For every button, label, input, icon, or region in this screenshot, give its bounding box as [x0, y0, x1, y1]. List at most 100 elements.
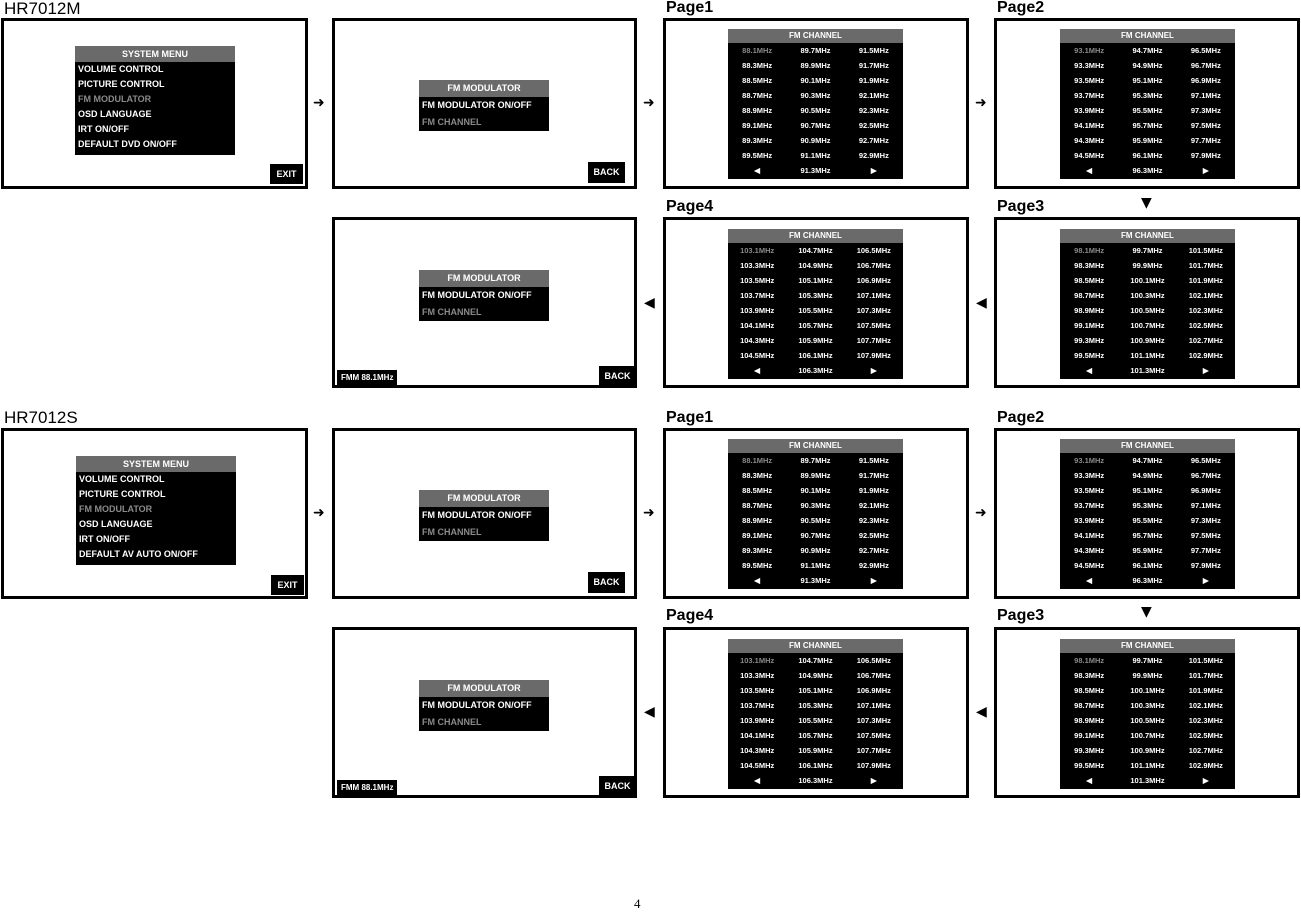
channel-option[interactable]: 99.3MHz — [1074, 746, 1105, 755]
channel-option[interactable]: 91.9MHz — [858, 486, 889, 495]
channel-option[interactable]: 96.9MHz — [1190, 76, 1221, 85]
exit-button[interactable]: EXIT — [270, 164, 303, 184]
channel-option[interactable]: 103.5MHz — [740, 276, 775, 285]
channel-option[interactable]: 90.7MHz — [800, 121, 831, 130]
channel-option[interactable]: 92.1MHz — [858, 501, 889, 510]
channel-option[interactable]: 92.7MHz — [858, 546, 889, 555]
channel-option[interactable]: 94.3MHz — [1074, 546, 1105, 555]
channel-option[interactable]: 104.1MHz — [740, 321, 775, 330]
channel-option[interactable]: 93.5MHz — [1074, 486, 1105, 495]
channel-option[interactable]: 88.3MHz — [742, 61, 773, 70]
channel-option[interactable]: 102.9MHz — [1188, 761, 1223, 770]
channel-option[interactable]: 95.1MHz — [1132, 486, 1163, 495]
menu-item-default-dvd[interactable]: DEFAULT DVD ON/OFF — [78, 139, 177, 149]
channel-option[interactable]: 101.3MHz — [1130, 776, 1165, 785]
channel-option[interactable]: 106.3MHz — [798, 776, 833, 785]
channel-option[interactable]: 90.5MHz — [800, 106, 831, 115]
next-page-icon[interactable]: ▶ — [1202, 776, 1209, 785]
channel-option[interactable]: 105.3MHz — [798, 701, 833, 710]
channel-option[interactable]: 97.7MHz — [1190, 136, 1221, 145]
channel-option[interactable]: 106.5MHz — [856, 656, 891, 665]
channel-option[interactable]: 102.5MHz — [1188, 731, 1223, 740]
menu-item-picture-control[interactable]: PICTURE CONTROL — [79, 489, 166, 499]
channel-option[interactable]: 89.7MHz — [800, 46, 831, 55]
channel-option[interactable]: 104.5MHz — [740, 351, 775, 360]
channel-option[interactable]: 91.5MHz — [858, 46, 889, 55]
menu-item-fm-modulator-onoff[interactable]: FM MODULATOR ON/OFF — [422, 100, 532, 110]
channel-option[interactable]: 101.3MHz — [1130, 366, 1165, 375]
channel-option[interactable]: 107.3MHz — [856, 716, 891, 725]
channel-option[interactable]: 98.5MHz — [1074, 276, 1105, 285]
menu-item-fm-modulator-onoff[interactable]: FM MODULATOR ON/OFF — [422, 510, 532, 520]
channel-option[interactable]: 88.9MHz — [742, 516, 773, 525]
channel-option[interactable]: 90.9MHz — [800, 546, 831, 555]
menu-item-default-av-auto[interactable]: DEFAULT AV AUTO ON/OFF — [79, 549, 198, 559]
menu-item-fm-channel[interactable]: FM CHANNEL — [422, 527, 482, 537]
channel-option[interactable]: 100.1MHz — [1130, 686, 1165, 695]
channel-option[interactable]: 90.9MHz — [800, 136, 831, 145]
menu-item-fm-channel[interactable]: FM CHANNEL — [422, 717, 482, 727]
menu-item-fm-modulator[interactable]: FM MODULATOR — [79, 504, 153, 514]
back-button[interactable]: BACK — [588, 162, 625, 183]
channel-option[interactable]: 91.1MHz — [800, 151, 831, 160]
channel-option[interactable]: 101.1MHz — [1130, 351, 1165, 360]
channel-option[interactable]: 89.5MHz — [742, 151, 773, 160]
channel-option[interactable]: 90.7MHz — [800, 531, 831, 540]
channel-option[interactable]: 101.1MHz — [1130, 761, 1165, 770]
channel-option[interactable]: 100.9MHz — [1130, 336, 1165, 345]
channel-option[interactable]: 94.7MHz — [1132, 46, 1163, 55]
channel-option[interactable]: 100.7MHz — [1130, 321, 1165, 330]
channel-option[interactable]: 106.5MHz — [856, 246, 891, 255]
channel-option[interactable]: 93.7MHz — [1074, 91, 1105, 100]
channel-option[interactable]: 88.7MHz — [742, 91, 773, 100]
channel-option[interactable]: 106.9MHz — [856, 276, 891, 285]
channel-option[interactable]: 98.7MHz — [1074, 291, 1105, 300]
channel-option[interactable]: 104.3MHz — [740, 746, 775, 755]
prev-page-icon[interactable]: ◀ — [1086, 576, 1093, 585]
channel-option[interactable]: 105.3MHz — [798, 291, 833, 300]
menu-item-osd-language[interactable]: OSD LANGUAGE — [79, 519, 153, 529]
channel-option[interactable]: 106.7MHz — [856, 671, 891, 680]
channel-option[interactable]: 95.7MHz — [1132, 121, 1163, 130]
next-page-icon[interactable]: ▶ — [1202, 166, 1209, 175]
channel-option[interactable]: 98.3MHz — [1074, 671, 1105, 680]
channel-option[interactable]: 89.1MHz — [742, 531, 773, 540]
channel-option[interactable]: 88.1MHz — [742, 456, 773, 465]
channel-option[interactable]: 102.7MHz — [1188, 336, 1223, 345]
channel-option[interactable]: 96.3MHz — [1132, 166, 1163, 175]
channel-option[interactable]: 92.3MHz — [858, 516, 889, 525]
prev-page-icon[interactable]: ◀ — [754, 366, 761, 375]
channel-option[interactable]: 100.1MHz — [1130, 276, 1165, 285]
channel-option[interactable]: 98.9MHz — [1074, 306, 1105, 315]
channel-option[interactable]: 89.7MHz — [800, 456, 831, 465]
channel-option[interactable]: 93.3MHz — [1074, 61, 1105, 70]
channel-option[interactable]: 94.9MHz — [1132, 471, 1163, 480]
channel-option[interactable]: 104.5MHz — [740, 761, 775, 770]
channel-option[interactable]: 96.7MHz — [1190, 61, 1221, 70]
channel-option[interactable]: 104.9MHz — [798, 671, 833, 680]
channel-option[interactable]: 102.3MHz — [1188, 306, 1223, 315]
channel-option[interactable]: 105.1MHz — [798, 686, 833, 695]
channel-option[interactable]: 92.5MHz — [858, 531, 889, 540]
channel-option[interactable]: 100.5MHz — [1130, 306, 1165, 315]
channel-option[interactable]: 99.7MHz — [1132, 246, 1163, 255]
prev-page-icon[interactable]: ◀ — [754, 166, 761, 175]
channel-option[interactable]: 106.1MHz — [798, 761, 833, 770]
channel-option[interactable]: 97.1MHz — [1190, 501, 1221, 510]
channel-option[interactable]: 92.9MHz — [858, 561, 889, 570]
channel-option[interactable]: 99.5MHz — [1074, 761, 1105, 770]
channel-option[interactable]: 103.5MHz — [740, 686, 775, 695]
channel-option[interactable]: 96.3MHz — [1132, 576, 1163, 585]
channel-option[interactable]: 95.5MHz — [1132, 106, 1163, 115]
next-page-icon[interactable]: ▶ — [870, 166, 877, 175]
channel-option[interactable]: 99.5MHz — [1074, 351, 1105, 360]
channel-option[interactable]: 92.5MHz — [858, 121, 889, 130]
menu-item-irt-onoff[interactable]: IRT ON/OFF — [79, 534, 130, 544]
channel-option[interactable]: 106.9MHz — [856, 686, 891, 695]
channel-option[interactable]: 92.3MHz — [858, 106, 889, 115]
channel-option[interactable]: 100.9MHz — [1130, 746, 1165, 755]
channel-option[interactable]: 88.3MHz — [742, 471, 773, 480]
next-page-icon[interactable]: ▶ — [870, 776, 877, 785]
channel-option[interactable]: 102.1MHz — [1188, 291, 1223, 300]
channel-option[interactable]: 93.1MHz — [1074, 46, 1105, 55]
